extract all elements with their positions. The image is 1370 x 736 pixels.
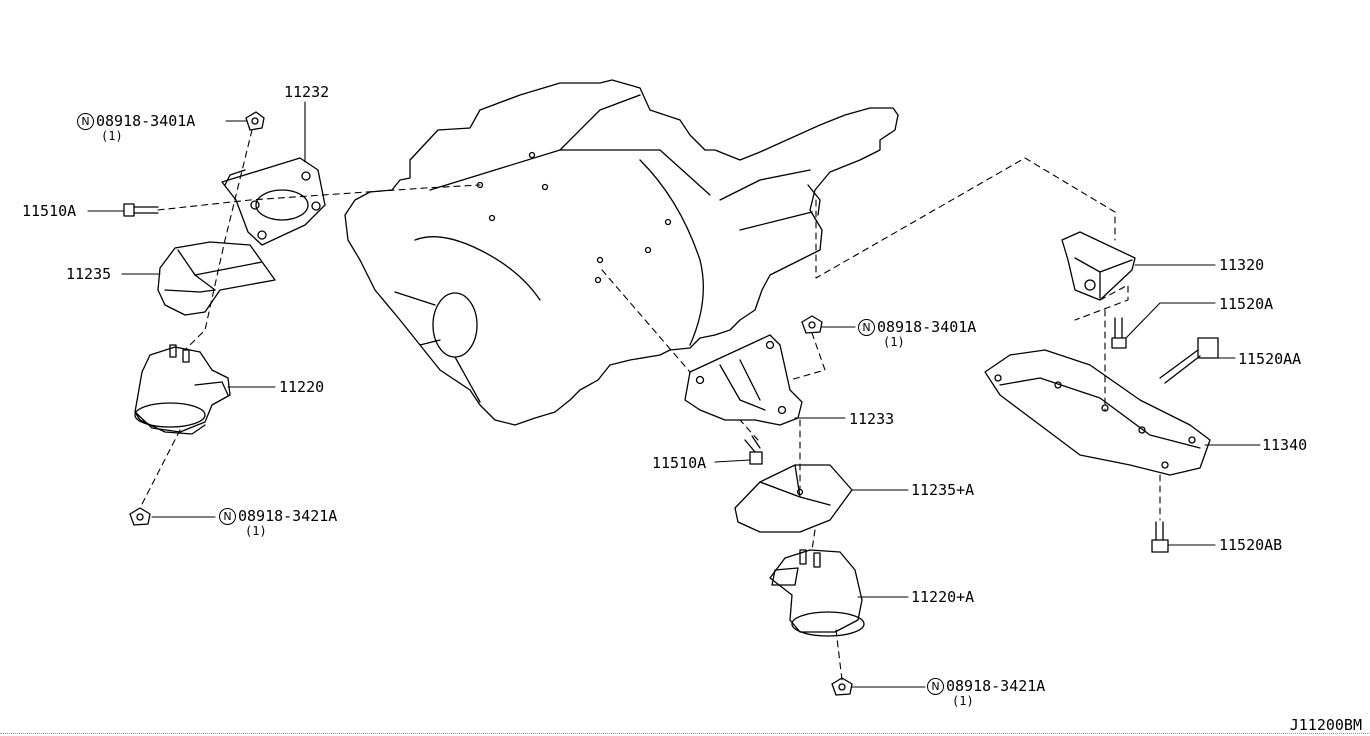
insulator-11220a: [769, 549, 865, 637]
fasteners: [123, 111, 1219, 696]
label-11340: 11340: [1262, 436, 1308, 454]
label-11233: 11233: [849, 410, 895, 428]
crossmember-11340: [984, 349, 1211, 476]
qty-nut-top-left: (1): [101, 129, 123, 143]
engine-assembly: [344, 79, 899, 426]
dashed-guide-lines: [139, 129, 1161, 681]
label-11510a-mid: 11510A: [652, 454, 707, 472]
label-11510a-left: 11510A: [22, 202, 77, 220]
label-nut-bottom-mid: 08918-3421A: [946, 677, 1046, 695]
qty-nut-mid: (1): [883, 335, 905, 349]
n-mark-icon: N: [77, 113, 94, 130]
rear-mount-11320: [1061, 231, 1136, 301]
bracket-11232: [221, 157, 326, 246]
label-11520aa: 11520AA: [1238, 350, 1302, 368]
label-11220a: 11220+A: [911, 588, 975, 606]
shield-11235: [157, 241, 276, 316]
insulator-11220: [134, 344, 231, 435]
label-nut-top-left: 08918-3401A: [96, 112, 196, 130]
leader-lines: [87, 101, 1261, 688]
label-11220: 11220: [279, 378, 325, 396]
label-nut-mid: 08918-3401A: [877, 318, 977, 336]
qty-nut-bottom-left: (1): [245, 524, 267, 538]
n-mark-icon: N: [858, 319, 875, 336]
shield-11235a: [734, 464, 853, 533]
n-mark-icon: N: [927, 678, 944, 695]
bottom-dotted-rule: [0, 733, 1370, 734]
label-11232: 11232: [284, 83, 330, 101]
label-11520ab: 11520AB: [1219, 536, 1283, 554]
label-11235a: 11235+A: [911, 481, 975, 499]
n-mark-icon: N: [219, 508, 236, 525]
label-nut-bottom-left: 08918-3421A: [238, 507, 338, 525]
label-11235: 11235: [66, 265, 112, 283]
diagram-reference-code: J11200BM: [1289, 716, 1362, 734]
qty-nut-bottom-mid: (1): [952, 694, 974, 708]
bracket-11233: [684, 334, 803, 426]
label-11520a: 11520A: [1219, 295, 1274, 313]
label-11320: 11320: [1219, 256, 1265, 274]
